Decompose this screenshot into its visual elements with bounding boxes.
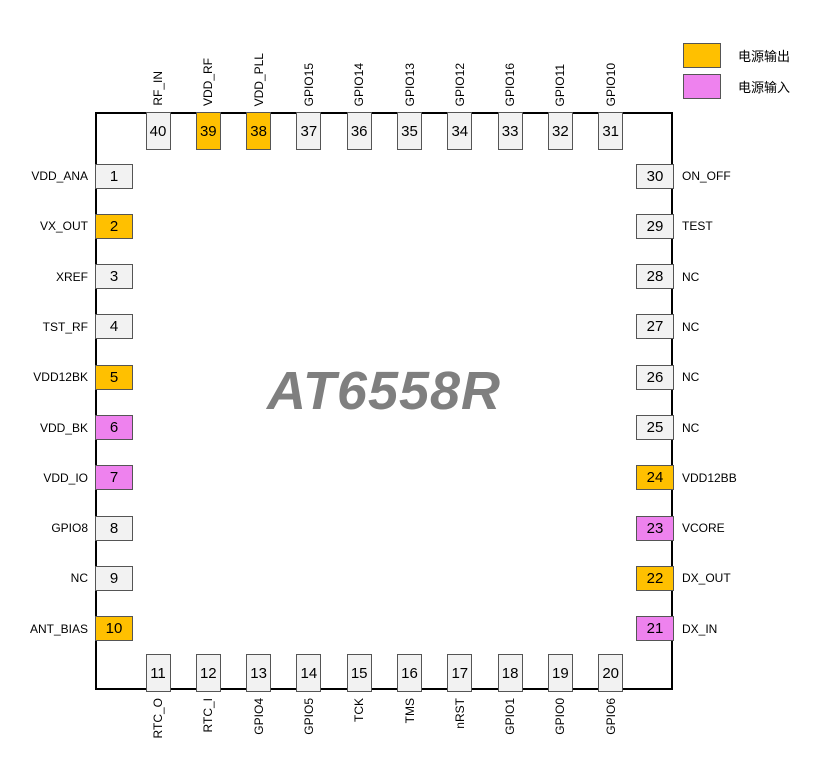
pin-30: 30: [636, 163, 674, 189]
pin-5: 5: [95, 364, 133, 390]
pin-label-18: GPIO1: [503, 698, 518, 735]
pin-label-33: GPIO16: [503, 62, 518, 106]
pin-37: 37: [296, 112, 322, 150]
pin-label-27: NC: [682, 319, 700, 334]
pin-24: 24: [636, 465, 674, 491]
chip-outline: [95, 112, 673, 690]
pin-14: 14: [296, 654, 322, 692]
pin-label-34: GPIO12: [452, 62, 467, 106]
pin-label-16: TMS: [402, 698, 417, 724]
pin-label-39: VDD_RF: [201, 57, 216, 106]
pin-16: 16: [397, 654, 422, 692]
pin-13: 13: [246, 654, 272, 692]
pin-label-4: TST_RF: [42, 319, 88, 334]
legend-input-label: 电源输入: [738, 80, 791, 95]
pin-label-38: VDD_PLL: [251, 52, 266, 106]
pin-21: 21: [636, 616, 674, 642]
pin-label-21: DX_IN: [682, 621, 718, 636]
pin-15: 15: [346, 654, 372, 692]
pin-label-1: VDD_ANA: [31, 169, 88, 183]
pin-label-5: VDD12BK: [33, 370, 88, 385]
pin-17: 17: [447, 654, 473, 692]
pin-label-9: NC: [70, 571, 88, 586]
pin-label-29: TEST: [682, 219, 713, 234]
pin-label-6: VDD_BK: [39, 420, 88, 435]
pin-label-31: GPIO10: [603, 62, 618, 106]
pin-label-35: GPIO13: [402, 62, 417, 106]
pin-8: 8: [95, 515, 133, 541]
pin-39: 39: [195, 112, 221, 150]
pin-label-24: VDD12BB: [682, 470, 737, 485]
pin-12: 12: [195, 654, 221, 692]
pin-26: 26: [636, 364, 674, 390]
pin-label-2: VX_OUT: [39, 219, 88, 234]
pin-label-20: GPIO6: [603, 698, 618, 735]
pin-label-15: TCK: [352, 698, 367, 722]
pin-label-7: VDD_IO: [43, 470, 88, 485]
pin-27: 27: [636, 314, 674, 340]
pin-label-10: ANT_BIAS: [29, 621, 88, 636]
pin-18: 18: [497, 654, 523, 692]
pin-40: 40: [145, 112, 171, 150]
pin-label-22: DX_OUT: [682, 571, 731, 586]
legend-output-swatch: [683, 43, 721, 68]
legend-output-label: 电源输出: [738, 49, 791, 64]
pin-3: 3: [95, 264, 133, 290]
pin-label-25: NC: [682, 420, 700, 435]
pin-19: 19: [547, 654, 573, 692]
pin-32: 32: [547, 112, 573, 150]
pin-label-8: GPIO8: [51, 521, 88, 536]
pin-label-17: nRST: [452, 698, 467, 729]
pin-9: 9: [95, 565, 133, 591]
legend-input-swatch: [683, 74, 721, 99]
pin-22: 22: [636, 565, 674, 591]
pin-20: 20: [598, 654, 624, 692]
pin-label-36: GPIO14: [352, 62, 367, 106]
pin-label-11: RTC_O: [151, 698, 165, 739]
pin-28: 28: [636, 264, 674, 290]
pin-label-19: GPIO0: [553, 698, 568, 735]
pin-label-37: GPIO15: [301, 62, 316, 106]
pin-23: 23: [636, 515, 674, 541]
pin-1: 1: [95, 163, 133, 189]
pin-label-28: NC: [682, 269, 700, 284]
pin-label-13: GPIO4: [251, 698, 266, 735]
pin-25: 25: [636, 415, 674, 440]
pin-11: 11: [145, 654, 171, 692]
pin-label-40: RF_IN: [151, 71, 165, 106]
pin-6: 6: [95, 415, 133, 440]
pin-label-32: GPIO11: [553, 63, 568, 106]
pin-4: 4: [95, 314, 133, 340]
pin-31: 31: [598, 112, 624, 150]
pin-36: 36: [346, 112, 372, 150]
pin-10: 10: [95, 616, 133, 642]
pin-29: 29: [636, 213, 674, 239]
pin-label-26: NC: [682, 370, 700, 385]
pin-label-23: VCORE: [682, 521, 725, 536]
pin-label-3: XREF: [55, 269, 88, 284]
pin-38: 38: [246, 112, 272, 150]
pin-33: 33: [497, 112, 523, 150]
pin-label-12: RTC_I: [201, 698, 216, 733]
pin-label-30: ON_OFF: [682, 169, 731, 183]
pin-7: 7: [95, 465, 133, 491]
pin-2: 2: [95, 213, 133, 239]
pin-34: 34: [447, 112, 473, 150]
pin-label-14: GPIO5: [301, 698, 316, 735]
pin-35: 35: [397, 112, 422, 150]
chip-name: AT6558R: [266, 361, 502, 421]
